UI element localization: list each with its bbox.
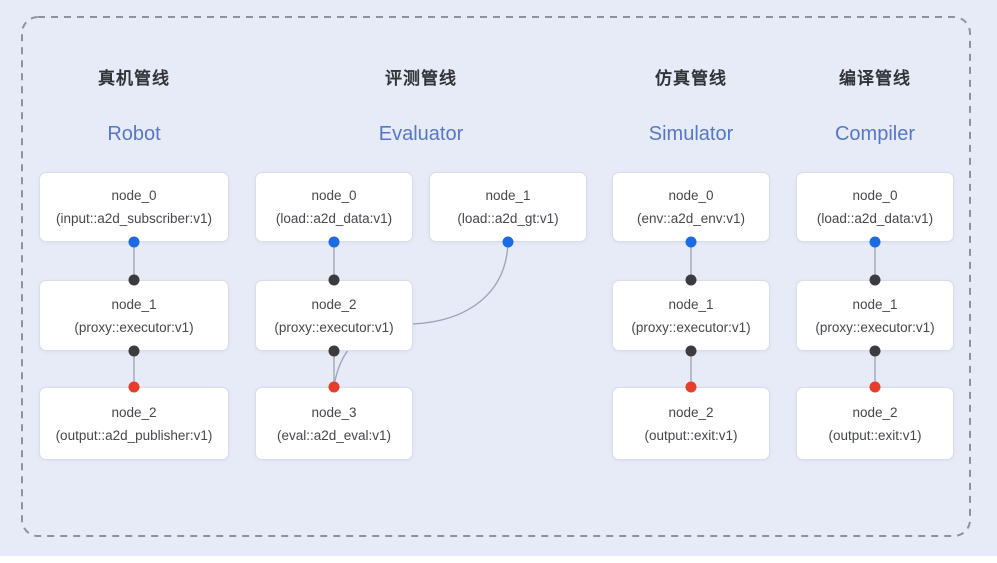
pipeline-title-evaluator-zh: 评测管线 [385, 69, 457, 88]
node-name: node_1 [485, 188, 531, 203]
pipeline-title-simulator-en: Simulator [648, 123, 734, 145]
node-name: node_2 [668, 404, 714, 420]
robot-node-2: node_2 (output::a2d_publisher:v1) [39, 387, 229, 460]
bottom-white-strip [0, 556, 997, 563]
evaluator-node-2: node_2 (proxy::executor:v1) [255, 280, 413, 351]
node-name: node_1 [668, 296, 714, 312]
evaluator-node-1: node_1 (load::a2d_gt:v1) [429, 172, 587, 242]
node-name: node_0 [311, 188, 357, 203]
node-name: node_0 [852, 188, 898, 203]
node-impl: (proxy::executor:v1) [274, 319, 394, 335]
evaluator-node-0: node_0 (load::a2d_data:v1) [255, 172, 413, 242]
pipeline-title-compiler-zh: 编译管线 [839, 69, 911, 88]
node-name: node_1 [852, 296, 898, 312]
node-name: node_2 [111, 404, 157, 420]
node-impl: (proxy::executor:v1) [631, 319, 751, 335]
node-impl: (output::a2d_publisher:v1) [55, 427, 213, 443]
compiler-node-2: node_2 (output::exit:v1) [796, 387, 954, 460]
node-name: node_0 [111, 188, 157, 203]
pipeline-title-robot-zh: 真机管线 [98, 69, 170, 88]
pipeline-title-evaluator-en: Evaluator [378, 123, 464, 145]
node-impl: (load::a2d_gt:v1) [457, 211, 559, 226]
simulator-node-1: node_1 (proxy::executor:v1) [612, 280, 770, 351]
simulator-node-0: node_0 (env::a2d_env:v1) [612, 172, 770, 242]
pipeline-title-robot-en: Robot [107, 123, 161, 145]
node-name: node_2 [852, 404, 898, 420]
robot-node-1: node_1 (proxy::executor:v1) [39, 280, 229, 351]
node-name: node_2 [311, 296, 357, 312]
node-impl: (eval::a2d_eval:v1) [276, 427, 392, 443]
simulator-node-2: node_2 (output::exit:v1) [612, 387, 770, 460]
node-impl: (output::exit:v1) [828, 427, 922, 443]
robot-node-0: node_0 (input::a2d_subscriber:v1) [39, 172, 229, 242]
node-impl: (load::a2d_data:v1) [275, 211, 393, 226]
node-impl: (proxy::executor:v1) [74, 319, 194, 335]
compiler-node-1: node_1 (proxy::executor:v1) [796, 280, 954, 351]
pipeline-title-compiler-en: Compiler [834, 123, 916, 145]
evaluator-node-3: node_3 (eval::a2d_eval:v1) [255, 387, 413, 460]
compiler-node-0: node_0 (load::a2d_data:v1) [796, 172, 954, 242]
node-name: node_0 [668, 188, 714, 203]
node-impl: (output::exit:v1) [644, 427, 738, 443]
node-name: node_3 [311, 404, 357, 420]
node-impl: (env::a2d_env:v1) [636, 211, 746, 226]
node-name: node_1 [111, 296, 157, 312]
node-impl: (input::a2d_subscriber:v1) [55, 211, 213, 226]
pipeline-title-simulator-zh: 仿真管线 [655, 69, 727, 88]
node-impl: (load::a2d_data:v1) [816, 211, 934, 226]
node-impl: (proxy::executor:v1) [815, 319, 935, 335]
